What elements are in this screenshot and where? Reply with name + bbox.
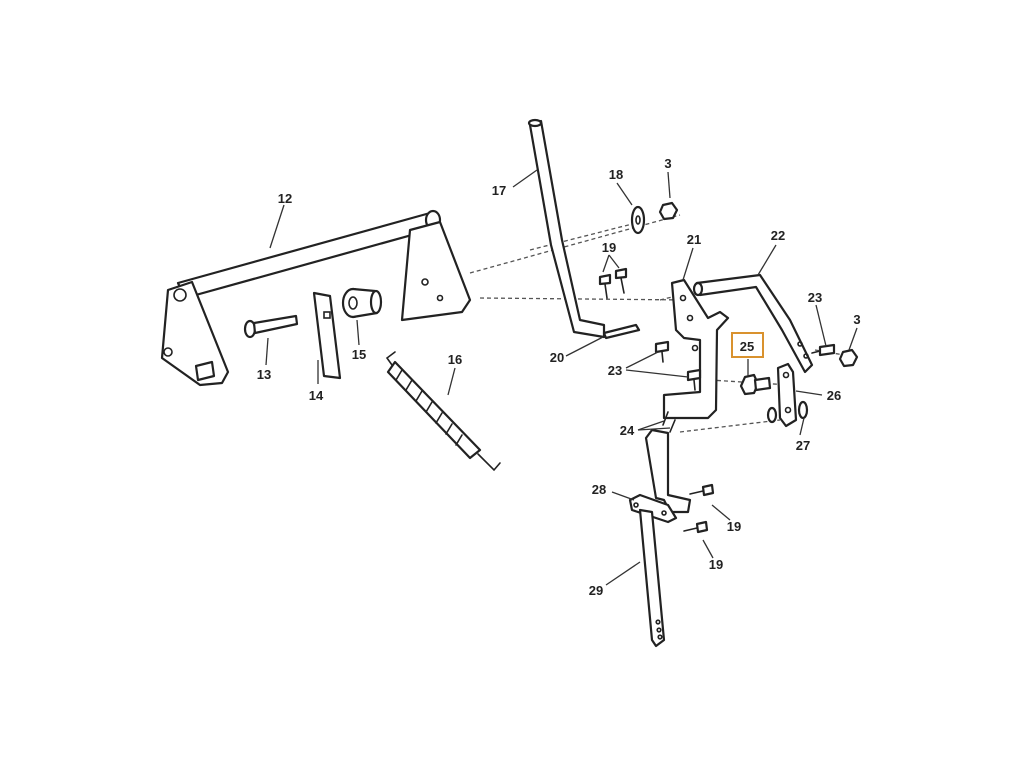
part-3-nut-right: [838, 348, 859, 368]
part-19-bolt-lower: [683, 520, 709, 534]
callout-14: 14: [309, 388, 324, 403]
part-13-bolt: [243, 314, 299, 339]
part-27-washers: [766, 400, 809, 424]
part-20-pin: [602, 323, 641, 340]
callout-23-left: 23: [608, 363, 622, 378]
part-12-rockshaft: [160, 209, 472, 387]
callout-25: 25: [740, 339, 754, 354]
part-18-washer: [630, 205, 646, 235]
part-15-bushing: [341, 287, 383, 319]
callout-15: 15: [352, 347, 366, 362]
callout-24: 24: [620, 423, 635, 438]
part-29-lever-arm: [638, 508, 666, 648]
part-28-lever-bracket: [628, 428, 692, 524]
callout-17: 17: [492, 183, 506, 198]
part-14-plate: [312, 291, 342, 380]
part-23-screw-upper: [654, 340, 670, 363]
callout-23-right: 23: [808, 290, 822, 305]
part-19-bolts-top: [598, 267, 628, 299]
part-17-lift-lever: [527, 118, 606, 339]
callout-27: 27: [796, 438, 810, 453]
callout-3-top: 3: [664, 156, 671, 171]
callout-12: 12: [278, 191, 292, 206]
callout-16: 16: [448, 352, 462, 367]
part-24-pins: [662, 411, 676, 433]
part-23-screw-right: [811, 343, 836, 357]
part-26-link: [776, 362, 798, 428]
part-23-screw-lower: [686, 368, 702, 391]
callout-19-lower: 19: [709, 557, 723, 572]
part-25-shoulder-bolt: [739, 373, 772, 396]
leader-lines: [265, 169, 858, 586]
callout-22: 22: [771, 228, 785, 243]
part-16-spring: [385, 351, 501, 472]
callout-26: 26: [827, 388, 841, 403]
callout-21: 21: [687, 232, 701, 247]
part-21-bracket: [662, 278, 730, 420]
part-22-rod: [692, 273, 814, 374]
callout-20: 20: [550, 350, 564, 365]
callout-labels: 12 13 14 15 16 17 18 3 19 20 21 22 23 3 …: [257, 156, 861, 598]
callout-19-upper: 19: [727, 519, 741, 534]
callout-3-right: 3: [853, 312, 860, 327]
callout-13: 13: [257, 367, 271, 382]
highlight-box: [731, 332, 764, 358]
callout-18: 18: [609, 167, 623, 182]
callout-28: 28: [592, 482, 606, 497]
part-19-bolt-upper: [689, 483, 715, 497]
callout-29: 29: [589, 583, 603, 598]
callout-19-top: 19: [602, 240, 616, 255]
part-3-nut-top: [658, 201, 679, 221]
